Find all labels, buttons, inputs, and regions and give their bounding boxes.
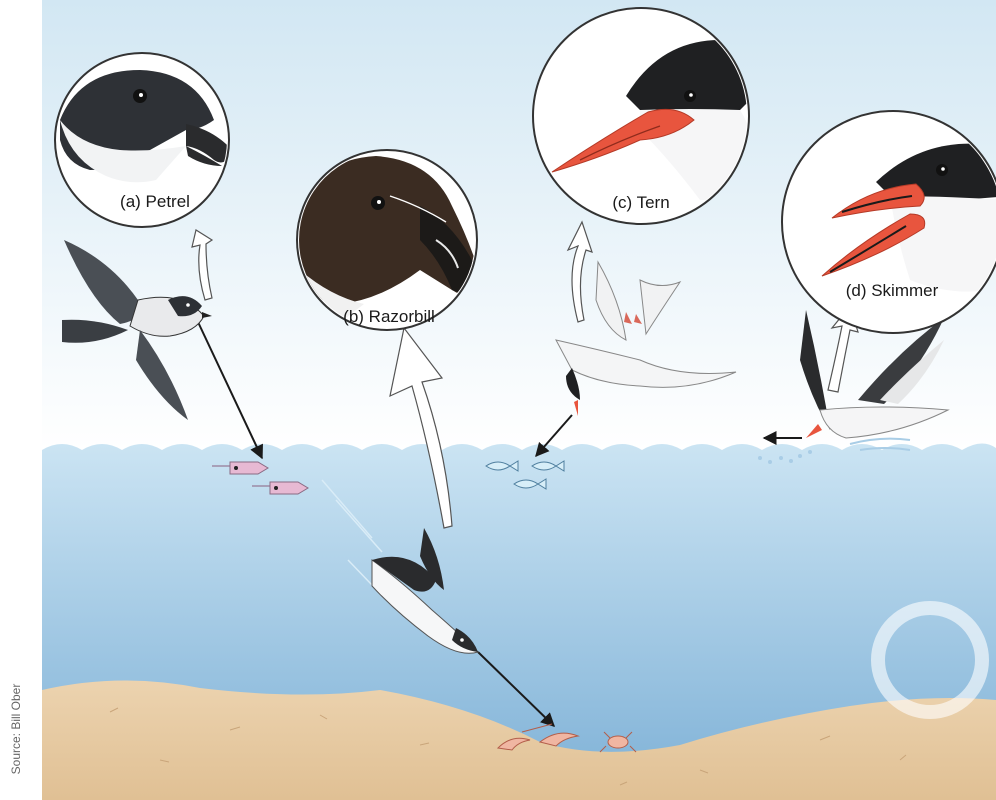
image-credit: Source: Bill Ober	[9, 679, 23, 779]
label-petrel: (a) Petrel	[120, 192, 190, 211]
label-razorbill: (b) Razorbill	[343, 307, 435, 326]
label-tern: (c) Tern	[612, 193, 669, 212]
panel-skimmer: (d) Skimmer	[782, 111, 996, 333]
panel-petrel: (a) Petrel	[55, 53, 232, 227]
label-skimmer: (d) Skimmer	[846, 281, 939, 300]
